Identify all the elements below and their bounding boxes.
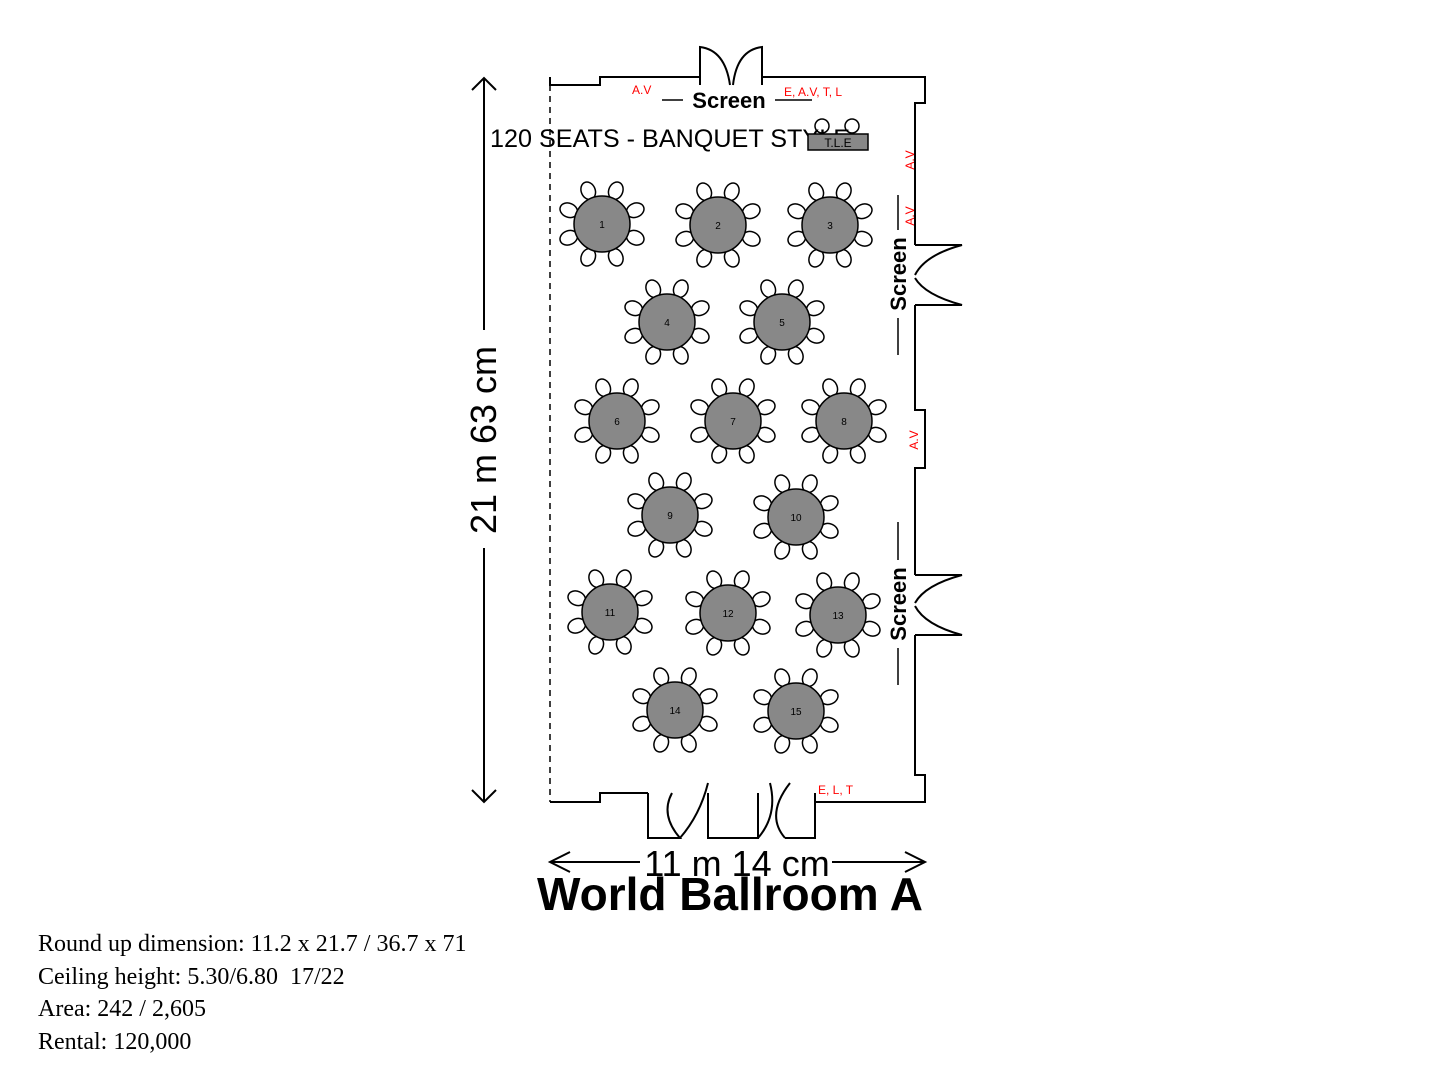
table-top xyxy=(646,681,704,739)
outlet-top-right: E, A.V, T, L xyxy=(784,85,842,99)
table-top xyxy=(801,196,859,254)
bottom-door-1 xyxy=(647,782,709,839)
table-number: 10 xyxy=(790,513,802,524)
table-13: 13 xyxy=(795,572,881,658)
table-5: 5 xyxy=(739,279,825,365)
doors xyxy=(647,45,963,839)
outlet-labels: A.V E, A.V, T, L A.V A.V A.V E, L, T xyxy=(632,83,921,797)
table-3: 3 xyxy=(787,182,873,268)
round-up-dimension: Round up dimension: 11.2 x 21.7 / 36.7 x… xyxy=(38,931,467,957)
dimension-vertical-label: 21 m 63 cm xyxy=(463,346,504,534)
table-4: 4 xyxy=(624,279,710,365)
stage-box-label: T.L.E xyxy=(824,136,851,150)
right-door-1 xyxy=(914,244,963,306)
table-number: 9 xyxy=(667,511,673,522)
table-number: 2 xyxy=(715,221,721,232)
outlet-right-1: A.V xyxy=(903,150,917,169)
table-number: 13 xyxy=(832,611,844,622)
table-top xyxy=(638,293,696,351)
table-top xyxy=(704,392,762,450)
table-top xyxy=(699,584,757,642)
outlet-right-3: A.V xyxy=(907,430,921,449)
table-number: 3 xyxy=(827,221,833,232)
rental: Rental: 120,000 xyxy=(38,1028,192,1055)
table-top xyxy=(753,293,811,351)
screens: Screen Screen Screen xyxy=(662,88,911,685)
table-15: 15 xyxy=(753,668,839,754)
outlet-bottom-right: E, L, T xyxy=(818,783,854,797)
table-number: 8 xyxy=(841,417,847,428)
table-top xyxy=(767,488,825,546)
ceiling-height: Ceiling height: 5.30/6.80 17/22 xyxy=(38,963,345,990)
room-info: Round up dimension: 11.2 x 21.7 / 36.7 x… xyxy=(38,928,466,1058)
table-8: 8 xyxy=(801,378,887,464)
table-12: 12 xyxy=(685,570,771,656)
table-number: 15 xyxy=(790,707,802,718)
top-door xyxy=(699,45,763,86)
table-number: 1 xyxy=(599,220,605,231)
outlet-top-left: A.V xyxy=(632,83,651,97)
table-top xyxy=(641,486,699,544)
room-name: World Ballroom A xyxy=(537,868,923,920)
table-top xyxy=(689,196,747,254)
table-11: 11 xyxy=(567,569,653,655)
table-number: 14 xyxy=(669,706,681,717)
table-top xyxy=(767,682,825,740)
table-top xyxy=(588,392,646,450)
table-number: 11 xyxy=(605,608,616,619)
floor-plan-diagram: Screen Screen Screen 120 SEATS - BANQUET… xyxy=(463,45,963,920)
right-door-2 xyxy=(914,574,963,636)
area: Area: 242 / 2,605 xyxy=(38,996,206,1022)
horizontal-dimension xyxy=(547,851,928,873)
screen-label-right-2: Screen xyxy=(886,567,911,640)
table-number: 6 xyxy=(614,417,620,428)
table-number: 4 xyxy=(664,318,670,329)
dimension-horizontal-label: 11 m 14 cm xyxy=(644,843,829,884)
table-top xyxy=(581,583,639,641)
table-number: 12 xyxy=(722,609,734,620)
table-7: 7 xyxy=(690,378,776,464)
room-walls xyxy=(549,76,926,803)
table-top xyxy=(573,195,631,253)
screen-label-top: Screen xyxy=(692,88,765,113)
screen-label-right-1: Screen xyxy=(886,237,911,310)
table-top xyxy=(809,586,867,644)
table-10: 10 xyxy=(753,474,839,560)
table-9: 9 xyxy=(627,472,713,558)
table-2: 2 xyxy=(675,182,761,268)
table-number: 7 xyxy=(730,417,736,428)
vertical-dimension xyxy=(471,76,497,804)
table-14: 14 xyxy=(632,667,718,753)
table-1: 1 xyxy=(559,181,645,267)
stage-box: T.L.E xyxy=(807,118,869,151)
table-top xyxy=(815,392,873,450)
table-6: 6 xyxy=(574,378,660,464)
layout-label: 120 SEATS - BANQUET STYLE xyxy=(490,125,850,153)
outlet-right-2: A.V xyxy=(903,206,917,225)
bottom-door-2 xyxy=(707,782,816,839)
table-number: 5 xyxy=(779,318,785,329)
